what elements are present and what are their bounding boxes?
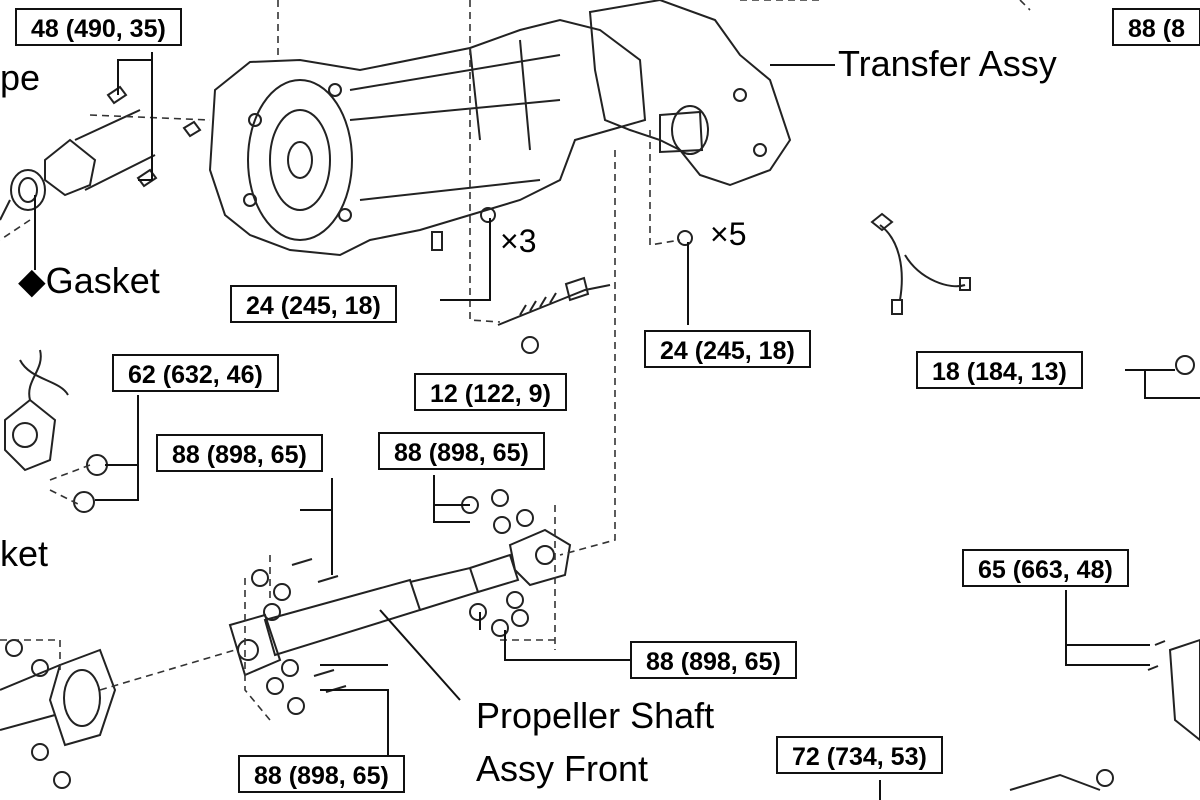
label-fragment-pe: pe xyxy=(0,57,41,98)
multiplier-x5: ×5 xyxy=(710,216,747,252)
propeller-shaft xyxy=(263,578,422,657)
torque-spec-65: 65 (663, 48) xyxy=(962,549,1129,587)
torque-spec-18: 18 (184, 13) xyxy=(916,351,1083,389)
torque-spec-88-right: 88 (898, 65) xyxy=(630,641,797,679)
label-assy-front: Assy Front xyxy=(476,748,649,789)
torque-spec-24-right: 24 (245, 18) xyxy=(644,330,811,368)
transfer-case xyxy=(588,0,792,187)
torque-spec-88-left: 88 (898, 65) xyxy=(156,434,323,472)
torque-spec-88-bottom: 88 (898, 65) xyxy=(238,755,405,793)
label-gasket: ◆Gasket xyxy=(18,260,160,301)
torque-spec-88-center: 88 (898, 65) xyxy=(378,432,545,470)
multiplier-x3: ×3 xyxy=(500,223,537,259)
torque-spec-48: 48 (490, 35) xyxy=(15,8,182,46)
torque-spec-24-left: 24 (245, 18) xyxy=(230,285,397,323)
torque-spec-88-top-right: 88 (8 xyxy=(1112,8,1200,46)
torque-spec-12: 12 (122, 9) xyxy=(414,373,567,411)
transmission-housing xyxy=(208,18,647,257)
label-transfer-assy: Transfer Assy xyxy=(838,43,1057,84)
label-propeller-shaft: Propeller Shaft xyxy=(476,695,715,736)
label-fragment-ket: ket xyxy=(0,533,49,574)
torque-spec-62: 62 (632, 46) xyxy=(112,354,279,392)
torque-spec-72: 72 (734, 53) xyxy=(776,736,943,774)
